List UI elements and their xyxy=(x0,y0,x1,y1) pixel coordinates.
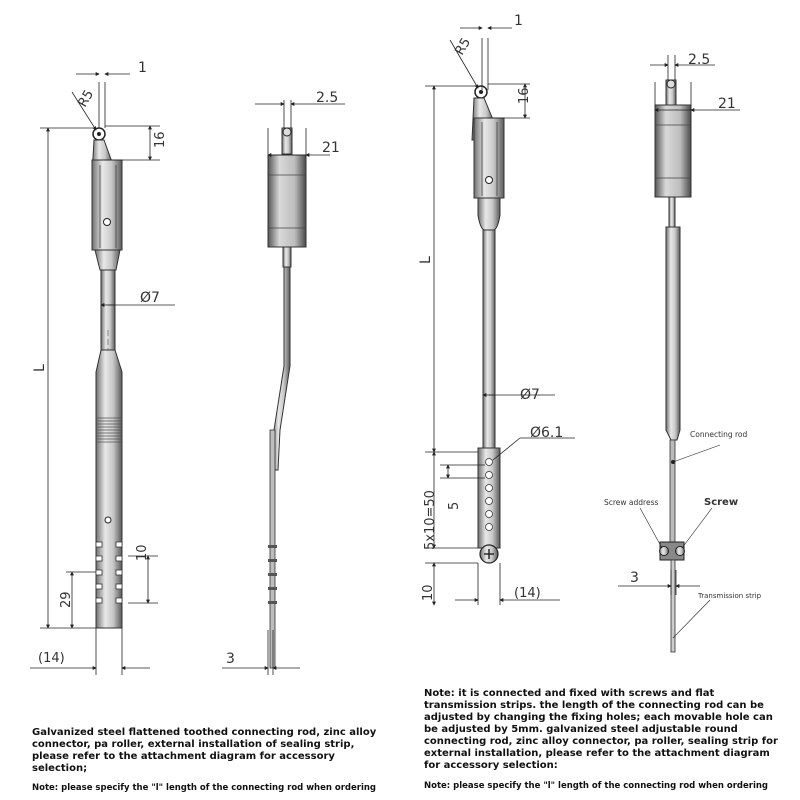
left-description: Galvanized steel flattened toothed conne… xyxy=(32,727,377,774)
dim-14-right: (14) xyxy=(514,586,541,601)
dim-1-right: 1 xyxy=(514,13,523,29)
dim-r5-right: R5 xyxy=(452,36,474,58)
dim-21: 21 xyxy=(322,140,340,156)
dim-5: 5 xyxy=(447,502,462,510)
connector-body xyxy=(91,159,123,251)
dim-l: L xyxy=(32,364,48,372)
transmission-strip xyxy=(670,559,676,653)
dim-21-right: 21 xyxy=(718,96,736,112)
rod xyxy=(100,269,116,351)
dim-d7-right: Ø7 xyxy=(520,387,540,403)
right-order-note: Note: please specify the "l" length of t… xyxy=(424,781,769,791)
right-front-view: 1 R5 16 L Ø7 Ø6.1 5 5x10=50 10 (14) xyxy=(418,13,575,606)
dim-d7: Ø7 xyxy=(140,290,160,306)
dim-3: 3 xyxy=(226,651,235,667)
dim-16: 16 xyxy=(153,131,168,148)
right-side-view: 2.5 21 3 Connecting rod Screw address Sc… xyxy=(604,52,762,653)
dim-29: 29 xyxy=(59,591,74,608)
left-front-view: 1 R5 16 L Ø7 10 29 (14) xyxy=(30,60,175,675)
dim-2-5-right: 2.5 xyxy=(688,52,710,68)
dim-1: 1 xyxy=(138,60,147,76)
dim-3-right: 3 xyxy=(630,570,639,586)
dim-5x10: 5x10=50 xyxy=(423,490,438,550)
dim-r5: R5 xyxy=(75,88,97,110)
dim-16-right: 16 xyxy=(517,87,532,104)
dim-l-right: L xyxy=(418,256,434,264)
label-screw-address: Screw address xyxy=(604,498,658,507)
dim-2-5: 2.5 xyxy=(316,90,338,106)
label-transmission-strip: Transmission strip xyxy=(697,592,762,600)
label-connecting-rod: Connecting rod xyxy=(690,430,748,439)
left-side-view: 2.5 21 3 xyxy=(222,90,345,675)
label-screw: Screw xyxy=(704,497,738,508)
right-description: Note: it is connected and fixed with scr… xyxy=(424,688,778,771)
dim-10-right: 10 xyxy=(421,584,436,601)
dim-d6-1: Ø6.1 xyxy=(530,425,563,441)
left-order-note: Note: please specify the "l" length of t… xyxy=(32,783,377,793)
connector-block xyxy=(267,154,307,248)
dim-10: 10 xyxy=(135,544,150,561)
dim-14: (14) xyxy=(38,651,65,666)
